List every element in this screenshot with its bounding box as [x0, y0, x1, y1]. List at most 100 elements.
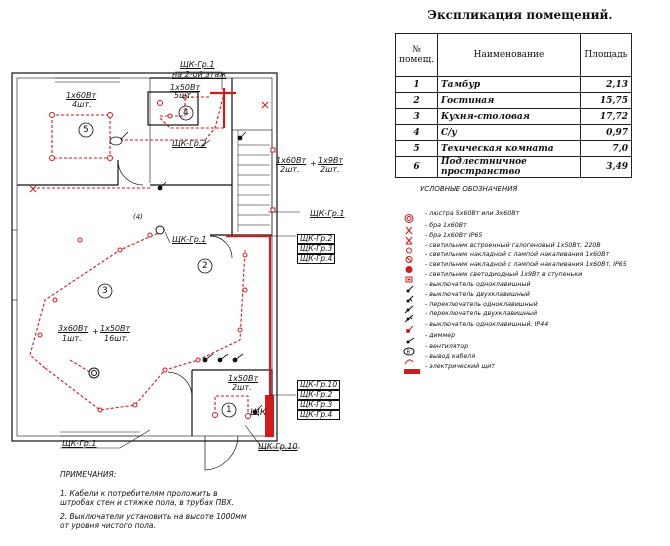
- cell-num: 5: [395, 140, 438, 157]
- cell-area: 15,75: [580, 92, 632, 109]
- panel-mark: ЩК: [250, 408, 267, 418]
- legend-item: - переключатель двухклавишный: [403, 309, 663, 323]
- legend-text: - вывод кабеля: [425, 353, 476, 360]
- label-stair-a-count: 2шт.: [280, 165, 300, 174]
- legend-text: - выключатель одноклавишный: [425, 281, 531, 288]
- explication-title: Экспликация помещений.: [427, 8, 613, 22]
- note-item: 1. Кабели к потребителям проложить в штр…: [60, 489, 234, 507]
- legend-item: B- вентилятор: [403, 342, 663, 356]
- cell-area: 17,72: [580, 108, 632, 125]
- label-room5-count: 4шт.: [72, 100, 92, 109]
- label-stair-b-count: 2шт.: [320, 165, 340, 174]
- cell-num: 2: [395, 92, 438, 109]
- switch-ip44-icon: [403, 320, 423, 333]
- legend-item: - светильник накладной с лампой накалива…: [403, 260, 663, 273]
- panel-list-b: ЩК-Гр.10 ЩК-Гр.2 ЩК-Гр.3 ЩК-Гр.4: [297, 380, 341, 420]
- floor-plan: [11, 71, 300, 471]
- cell-area: 0,97: [580, 124, 632, 141]
- legend-title: УСЛОВНЫЕ ОБОЗНАЧЕНИЯ: [420, 185, 518, 193]
- wall-lamp-icon: [403, 221, 423, 235]
- legend-item: - выключатель одноклавишный, IP44: [403, 320, 663, 333]
- room-1-number: 1: [226, 405, 232, 415]
- cell-name: Кухня-столовая: [436, 108, 582, 125]
- svg-text:B: B: [407, 350, 411, 356]
- changeover-double-icon: [403, 309, 423, 323]
- room-5-number: 5: [83, 125, 89, 135]
- label-gr10-bottom: ЩК-Гр.10: [258, 442, 298, 451]
- windows: [12, 77, 140, 437]
- legend-item: - бра 1х60Вт IP65: [403, 231, 663, 245]
- legend-item: - электрический щит: [403, 362, 663, 374]
- leader-lines: [60, 71, 300, 449]
- legend-item: - бра 1х60Вт: [403, 221, 663, 235]
- surface-light-icon: [403, 250, 423, 263]
- panel-list-a-item: ЩК-Гр.4: [297, 254, 336, 264]
- panel-list-a-item: ЩК-Гр.3: [297, 244, 336, 254]
- cell-area: 3,49: [580, 156, 632, 178]
- label-qty-4: (4): [133, 213, 143, 221]
- cell-name: Подлестничное пространство: [436, 156, 582, 178]
- cell-area: 2,13: [580, 76, 632, 93]
- cell-num: 6: [395, 156, 438, 178]
- header-num: № помещ.: [395, 33, 438, 77]
- fan-icon: [109, 136, 123, 146]
- legend-text: - люстра 5х60Вт или 3х60Вт: [425, 210, 520, 217]
- panel-list-b-item: ЩК-Гр.3: [297, 400, 341, 410]
- label-vest-count: 2шт.: [232, 383, 252, 392]
- note-item: 2. Выключатели установить на высоте 1000…: [60, 512, 247, 530]
- panel-icon: [403, 362, 423, 374]
- room-3-number: 3: [102, 286, 108, 296]
- panel-list-a: ЩК-Гр.2 ЩК-Гр.3 ЩК-Гр.4: [297, 234, 336, 264]
- header-name: Наименование: [436, 33, 582, 77]
- legend-text: - выключатель двухклавишный: [425, 291, 530, 298]
- label-kitchen-a: 3х60Вт: [58, 324, 89, 333]
- cell-name: С/у: [436, 124, 582, 141]
- switches: [117, 131, 263, 415]
- label-kitchen-b: 1х50Вт: [100, 324, 131, 333]
- notes-title: ПРИМЕЧАНИЯ:: [60, 470, 117, 479]
- legend-text: - светильник встроенный галогеновый 1х50…: [425, 242, 601, 249]
- label-gr1-bottom: ЩК-Гр.1: [62, 439, 97, 448]
- legend-item: - вывод кабеля: [403, 352, 663, 365]
- wall-lamp-ip65-icon: [403, 231, 423, 245]
- legend-item: - выключатель двухклавишный: [403, 290, 663, 303]
- stairs: [237, 130, 270, 232]
- panel-list-b-item: ЩК-Гр.2: [297, 390, 341, 400]
- label-plus-2: +: [92, 327, 99, 336]
- legend-item: - переключатель одноклавишный: [403, 300, 663, 314]
- label-kitchen-a-count: 1шт.: [62, 334, 82, 343]
- legend-text: - электрический щит: [425, 363, 495, 370]
- light-fixtures: [37, 94, 276, 419]
- label-gr1-right: ЩК-Гр.1: [310, 209, 345, 218]
- halogen-light-icon: [403, 241, 423, 254]
- legend-item: - люстра 5х60Вт или 3х60Вт: [403, 209, 663, 223]
- label-vest-lamp: 1х50Вт: [228, 374, 259, 383]
- panel-list-a-item: ЩК-Гр.2: [297, 234, 336, 244]
- legend-text: - бра 1х60Вт IP65: [425, 232, 483, 239]
- dimmer-icon: [403, 331, 423, 344]
- label-stair-b: 1х9Вт: [318, 156, 344, 165]
- cell-num: 4: [395, 124, 438, 141]
- label-plus-1: +: [310, 159, 317, 168]
- switch-single-icon: [403, 280, 423, 293]
- label-room5-lamp: 1х60Вт: [66, 91, 97, 100]
- legend-text: - диммер: [425, 332, 456, 339]
- legend-item: - диммер: [403, 331, 663, 344]
- room-4-number: 4: [183, 108, 189, 118]
- legend-item: - выключатель одноклавишный: [403, 280, 663, 293]
- chandelier-icon: [403, 209, 423, 223]
- power-wiring: [29, 89, 249, 416]
- fan-icon: B: [403, 342, 423, 356]
- room-numbers: [78, 105, 237, 418]
- label-stair-a: 1х60Вт: [276, 156, 307, 165]
- legend-item: - светильник светодиодный 1х9Вт в ступен…: [403, 270, 663, 283]
- label-gr1-top: ЩК-Гр.1: [180, 60, 215, 69]
- cell-num: 1: [395, 76, 438, 93]
- cell-area: 7,0: [580, 140, 632, 157]
- header-area: Площадь: [580, 33, 632, 77]
